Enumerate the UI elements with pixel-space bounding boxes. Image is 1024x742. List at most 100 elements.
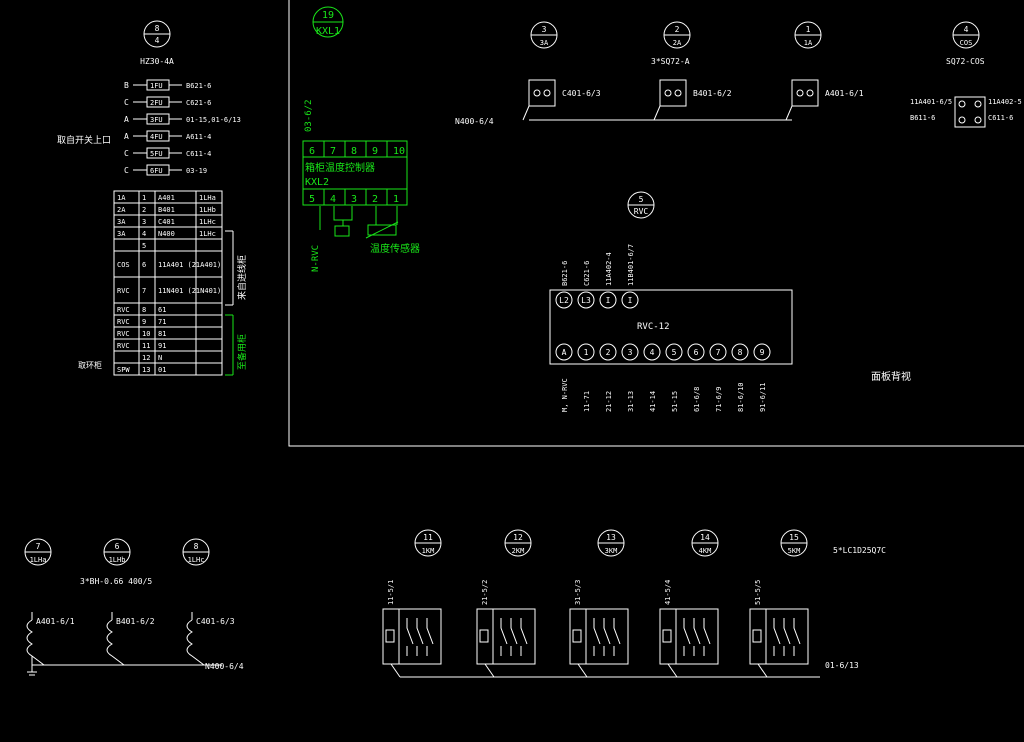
kxl-top-term: 9 [372, 146, 378, 157]
terminal-cell: 1LHc [199, 218, 216, 226]
bubble-bottom-text: 1LHb [109, 556, 126, 564]
switch-phase: A [124, 115, 129, 124]
bubble-top-text: 4 [964, 25, 969, 34]
rvc-term-label: 5 [672, 348, 677, 357]
km-device-label: 5*LC1D25Q7C [833, 546, 886, 555]
contact-box: B401-6/2 [653, 79, 732, 121]
terminal-cell: 1LHc [199, 230, 216, 238]
switch-tag: 6FU [150, 167, 163, 175]
rvc-bottom-ref: 11-71 [583, 391, 591, 412]
rvc-bottom-terminal: 991-6/11 [753, 343, 771, 412]
bubble-top-text: 8 [194, 542, 199, 551]
contact-ref: B401-6/2 [693, 89, 732, 98]
kxl-left-label: N-RVC [311, 245, 321, 272]
terminal-cell: 1LHa [199, 194, 216, 202]
switch-row: C 6FU 03-19 [124, 164, 207, 176]
side-note-text-b: 至备用柜 [236, 334, 248, 370]
switch-tag: 3FU [150, 116, 163, 124]
terminal-cell: 71 [158, 318, 166, 326]
ct-coil: A401-6/1 [26, 612, 75, 666]
switch-row: A 3FU 01-15,01-6/13 [124, 113, 241, 125]
switch-ref: 03-19 [186, 167, 207, 175]
bubble-bottom-text: 2A [673, 39, 682, 47]
terminal-cell: RVC [117, 342, 130, 350]
switch-phase: B [124, 81, 129, 90]
terminal-row: 3A 3 C401 1LHc [113, 214, 223, 228]
km-box: 21-5/2 [476, 580, 536, 678]
rvc-top-ref: B621-6 [561, 261, 569, 286]
rvc-bottom-terminal: 8 81-6/10 [731, 343, 749, 412]
terminal-cell: 3A [117, 218, 126, 226]
bubble-top-text: 13 [606, 533, 616, 542]
rvc-bottom-terminal: 331-13 [621, 343, 639, 412]
switch-tag: 2FU [150, 99, 163, 107]
terminal-cell: RVC [117, 287, 130, 295]
kxl-top-term: 10 [393, 146, 405, 157]
svg-text:8: 8 [155, 24, 160, 33]
svg-text:B611-6: B611-6 [910, 114, 935, 122]
svg-text:11A401-6/5: 11A401-6/5 [910, 98, 952, 106]
cos-switch [954, 96, 986, 128]
terminal-cell: 3 [142, 218, 146, 226]
bubble-bottom-text: 4KM [699, 547, 712, 555]
switch-ref: C621-6 [186, 99, 211, 107]
terminal-cell: 11N401 (21N401) [158, 287, 221, 295]
terminal-cell: C401 [158, 218, 175, 226]
terminal-cell: 13 [142, 366, 150, 374]
ct-neutral: N400-6/4 [205, 662, 244, 671]
terminal-cell: 1LHb [199, 206, 216, 214]
rvc-term-label: 2 [606, 348, 611, 357]
ct-coil-ref: C401-6/3 [196, 617, 235, 626]
switch-phase: C [124, 166, 129, 175]
contact-box: C401-6/3 [522, 79, 601, 121]
rvc-body [549, 289, 793, 365]
switch-phase: C [124, 98, 129, 107]
km-ref: 21-5/2 [481, 580, 489, 605]
km-common: 01-6/13 [825, 661, 859, 670]
switch-tag: 4FU [150, 133, 163, 141]
switch-ref: 01-15,01-6/13 [186, 116, 241, 124]
ct-coil: B401-6/2 [106, 612, 155, 666]
rvc-bottom-ref: 81-6/10 [737, 382, 745, 412]
rvc-bottom-terminal: 2 21-12 [599, 343, 617, 412]
kxl-top-term: 6 [309, 146, 315, 157]
row-note: 取环柜 [78, 360, 102, 370]
terminal-cell: SPW [117, 366, 130, 374]
rvc-model: RVC-12 [637, 322, 670, 332]
panel-frame [288, 0, 1024, 447]
svg-text:5: 5 [639, 195, 644, 204]
rvc-term-label: 8 [738, 348, 743, 357]
bus-label: N400-6/4 [455, 117, 494, 126]
cos-label: SQ72-COS [946, 57, 985, 66]
bubble-top-text: 3 [542, 25, 547, 34]
terminal-cell: 2A [117, 206, 126, 214]
rvc-top-ref: C621-6 [583, 261, 591, 286]
left-device-label: HZ30-4A [140, 57, 174, 66]
rvc-term-label: I [628, 296, 633, 305]
kxl1-bubble: 19 KXL1 [312, 6, 344, 38]
side-note-text-a: 来自进线柜 [236, 255, 248, 300]
rvc-bottom-ref: 21-12 [605, 391, 613, 412]
bubble-bottom-text: COS [960, 39, 973, 47]
km-box: 41-5/4 [659, 580, 719, 678]
km-box: 31-5/3 [569, 580, 629, 678]
ct-coil-ref: B401-6/2 [116, 617, 155, 626]
kxl-top-term: 7 [330, 146, 336, 157]
ct-device-label: 3*BH-0.66 400/5 [80, 577, 152, 586]
switch-phase: A [124, 132, 129, 141]
